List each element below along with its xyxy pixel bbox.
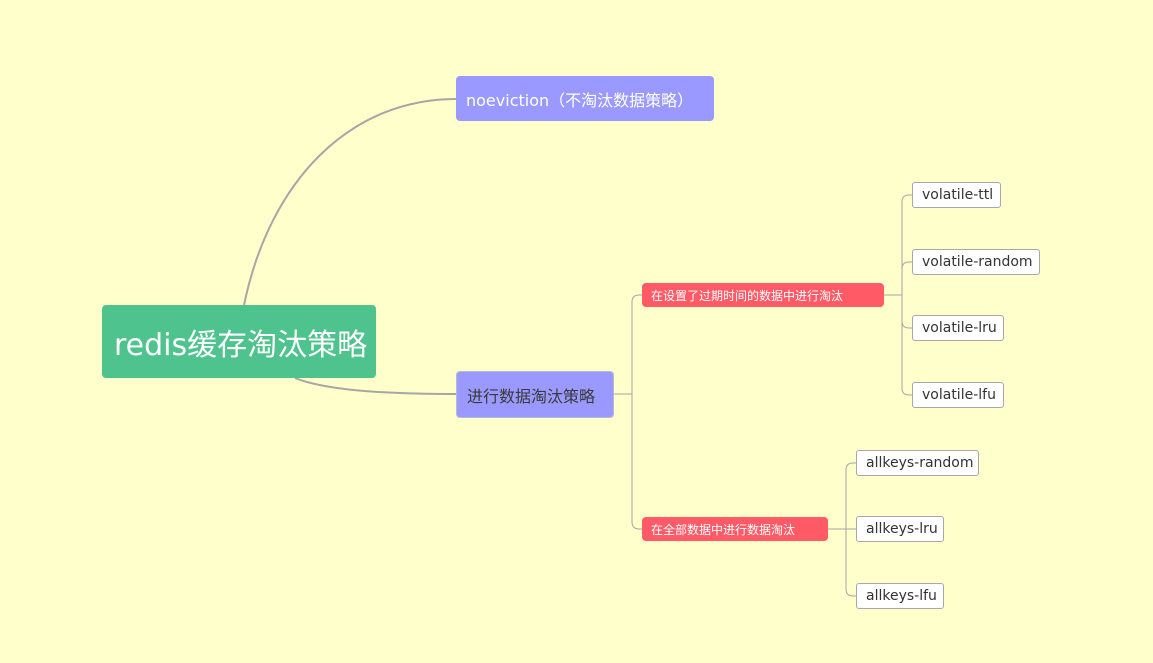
connector-volatile-random	[901, 261, 912, 295]
subtopic-allkeys[interactable]: 在全部数据中进行数据淘汰	[642, 517, 828, 541]
leaf-volatile-lru[interactable]: volatile-lru	[912, 315, 1004, 341]
connector-volatile-lru	[901, 295, 912, 329]
branch-noeviction-label: noeviction（不淘汰数据策略）	[466, 90, 694, 110]
root-topic[interactable]: redis缓存淘汰策略	[102, 305, 376, 378]
branch-evict[interactable]: 进行数据淘汰策略	[456, 371, 614, 418]
connector-allkeys-lfu	[845, 529, 856, 597]
connector-evict-allkeys	[631, 394, 642, 530]
leaf-volatile-random-label: volatile-random	[922, 254, 1033, 270]
connector-root-evict	[294, 377, 457, 395]
leaf-volatile-random[interactable]: volatile-random	[912, 249, 1040, 275]
subtopic-volatile[interactable]: 在设置了过期时间的数据中进行淘汰	[642, 283, 884, 307]
leaf-allkeys-lru[interactable]: allkeys-lru	[856, 516, 944, 542]
branch-evict-label: 进行数据淘汰策略	[467, 386, 596, 406]
leaf-volatile-ttl[interactable]: volatile-ttl	[912, 182, 1001, 208]
connector-root-noeviction	[243, 98, 457, 306]
connector-volatile-lfu	[901, 295, 912, 396]
connector-evict-volatile	[631, 294, 642, 394]
subtopic-volatile-label: 在设置了过期时间的数据中进行淘汰	[651, 288, 844, 303]
leaf-allkeys-lru-label: allkeys-lru	[866, 521, 938, 537]
leaf-allkeys-lfu-label: allkeys-lfu	[866, 588, 937, 604]
root-topic-label: redis缓存淘汰策略	[114, 327, 368, 363]
leaf-allkeys-random[interactable]: allkeys-random	[856, 450, 979, 476]
leaf-volatile-lru-label: volatile-lru	[922, 320, 997, 336]
leaf-allkeys-random-label: allkeys-random	[866, 455, 974, 471]
leaf-volatile-lfu[interactable]: volatile-lfu	[912, 382, 1004, 408]
leaf-volatile-ttl-label: volatile-ttl	[922, 187, 994, 203]
leaf-volatile-lfu-label: volatile-lfu	[922, 387, 996, 403]
branch-noeviction[interactable]: noeviction（不淘汰数据策略）	[456, 76, 714, 121]
subtopic-allkeys-label: 在全部数据中进行数据淘汰	[651, 522, 796, 537]
connector-allkeys-random	[845, 462, 856, 529]
leaf-allkeys-lfu[interactable]: allkeys-lfu	[856, 583, 944, 609]
connector-volatile-ttl	[901, 194, 912, 295]
